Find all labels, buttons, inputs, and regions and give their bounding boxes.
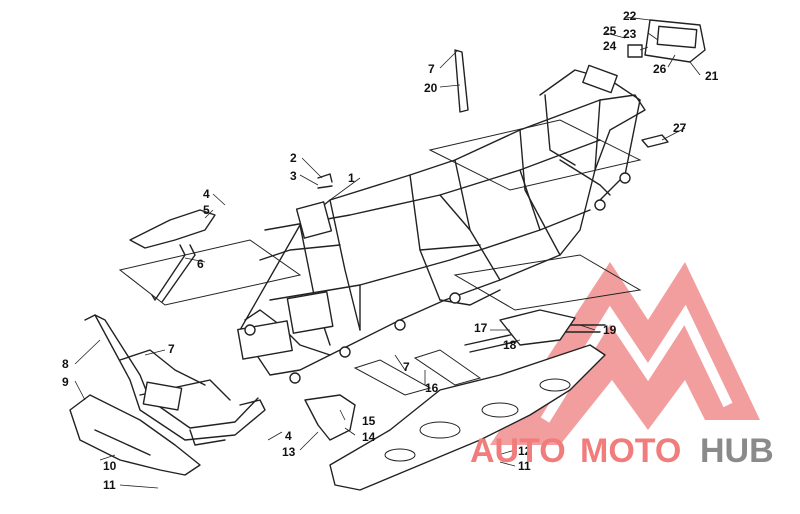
callout-2: 2	[290, 151, 297, 165]
watermark-hub: HUB	[700, 432, 774, 470]
front-bumper	[84, 314, 266, 446]
callout-4-upper: 4	[203, 187, 210, 201]
leader-lines	[74, 16, 701, 489]
callout-19: 19	[603, 323, 617, 337]
callout-20: 20	[424, 81, 438, 95]
callout-7-mid: 7	[403, 360, 410, 374]
callout-1: 1	[348, 171, 355, 185]
callout-11-right: 11	[518, 459, 531, 473]
callout-16: 16	[425, 381, 439, 395]
callout-14: 14	[362, 430, 376, 444]
callout-7-left: 7	[168, 342, 175, 356]
callout-25: 25	[603, 24, 617, 38]
main-frame	[237, 64, 646, 384]
callout-15: 15	[362, 414, 376, 428]
callout-3: 3	[290, 169, 297, 183]
callout-8: 8	[62, 357, 69, 371]
upper-strut	[454, 49, 469, 113]
callout-21: 21	[705, 69, 719, 83]
callout-10: 10	[103, 459, 117, 473]
watermark-text: AUTO MOTO HUB	[470, 432, 774, 470]
callout-13: 13	[282, 445, 296, 459]
callout-labels: 1 2 3 4 5 6 7 7 7 8 9 10 11 11 12 13 14 …	[62, 9, 719, 492]
callout-4-lower: 4	[285, 429, 292, 443]
callout-9: 9	[62, 375, 69, 389]
watermark-moto: MOTO	[580, 432, 681, 470]
small-brackets	[317, 173, 333, 189]
callout-7-top: 7	[428, 62, 435, 76]
callout-12: 12	[518, 444, 532, 458]
callout-22: 22	[623, 9, 637, 23]
front-skid-guard	[69, 394, 201, 476]
watermark-triangle-shape	[490, 262, 760, 445]
callout-27: 27	[673, 121, 687, 135]
skid-plate	[329, 344, 606, 491]
tail-light-assembly	[627, 19, 706, 63]
callout-5: 5	[203, 203, 210, 217]
watermark-logo	[490, 262, 760, 445]
placement-outlines	[118, 119, 642, 311]
callout-11-left: 11	[103, 478, 116, 492]
foam-strips	[353, 349, 482, 396]
callout-26: 26	[653, 62, 667, 76]
callout-18: 18	[503, 338, 517, 352]
watermark-auto: AUTO	[470, 432, 566, 470]
callout-17: 17	[474, 321, 488, 335]
front-bracket	[129, 209, 216, 303]
callout-6: 6	[197, 257, 204, 271]
callout-24: 24	[603, 39, 617, 53]
small-panel	[641, 134, 669, 148]
callout-23: 23	[623, 27, 637, 41]
mid-bracket	[304, 394, 356, 441]
